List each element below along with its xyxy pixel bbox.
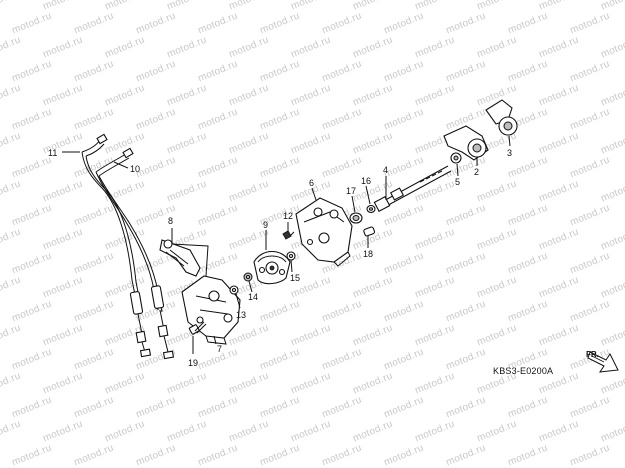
housing-cover-6 <box>295 197 353 267</box>
diagram-code: KBS3-E0200A <box>493 366 554 376</box>
callout-5: 5 <box>455 177 460 187</box>
callout-labels: 11 10 8 7 19 13 14 9 15 12 6 17 16 18 4 … <box>48 148 512 368</box>
collar-15 <box>286 251 296 261</box>
bolt-19 <box>188 321 207 335</box>
callout-17: 17 <box>346 186 356 196</box>
callout-6: 6 <box>309 178 314 188</box>
screw-12 <box>282 230 295 240</box>
callout-11: 11 <box>48 148 57 158</box>
pulley-bracket-2 <box>443 125 489 161</box>
nut-14 <box>243 272 253 282</box>
front-marker-label: FR. <box>586 350 599 359</box>
bearing-17 <box>349 212 363 224</box>
bracket-arm-8 <box>159 239 201 277</box>
bracket-3 <box>485 99 518 136</box>
callout-10: 10 <box>130 164 140 174</box>
throttle-cable-10 <box>95 147 175 360</box>
callout-16: 16 <box>361 176 371 186</box>
housing-plate-7 <box>181 275 241 345</box>
callout-2: 2 <box>474 167 479 177</box>
front-direction-arrow-icon <box>587 351 619 373</box>
washer-13 <box>229 285 239 295</box>
callout-12: 12 <box>283 211 293 221</box>
callout-3: 3 <box>507 148 512 158</box>
pin-18 <box>363 226 376 237</box>
throttle-cable-11 <box>81 133 152 358</box>
callout-14: 14 <box>248 292 258 302</box>
callout-13: 13 <box>236 310 246 320</box>
callout-4: 4 <box>383 165 388 175</box>
shaft-4 <box>373 165 452 212</box>
callout-18: 18 <box>363 249 373 259</box>
washer-5 <box>450 152 462 164</box>
callout-7: 7 <box>217 344 222 354</box>
callout-15: 15 <box>290 273 300 283</box>
leader-lines <box>62 135 511 354</box>
callout-9: 9 <box>263 220 268 230</box>
callout-8: 8 <box>168 216 173 226</box>
callout-19: 19 <box>188 358 198 368</box>
throttle-drum-9 <box>253 250 291 285</box>
clip-16 <box>366 204 376 214</box>
